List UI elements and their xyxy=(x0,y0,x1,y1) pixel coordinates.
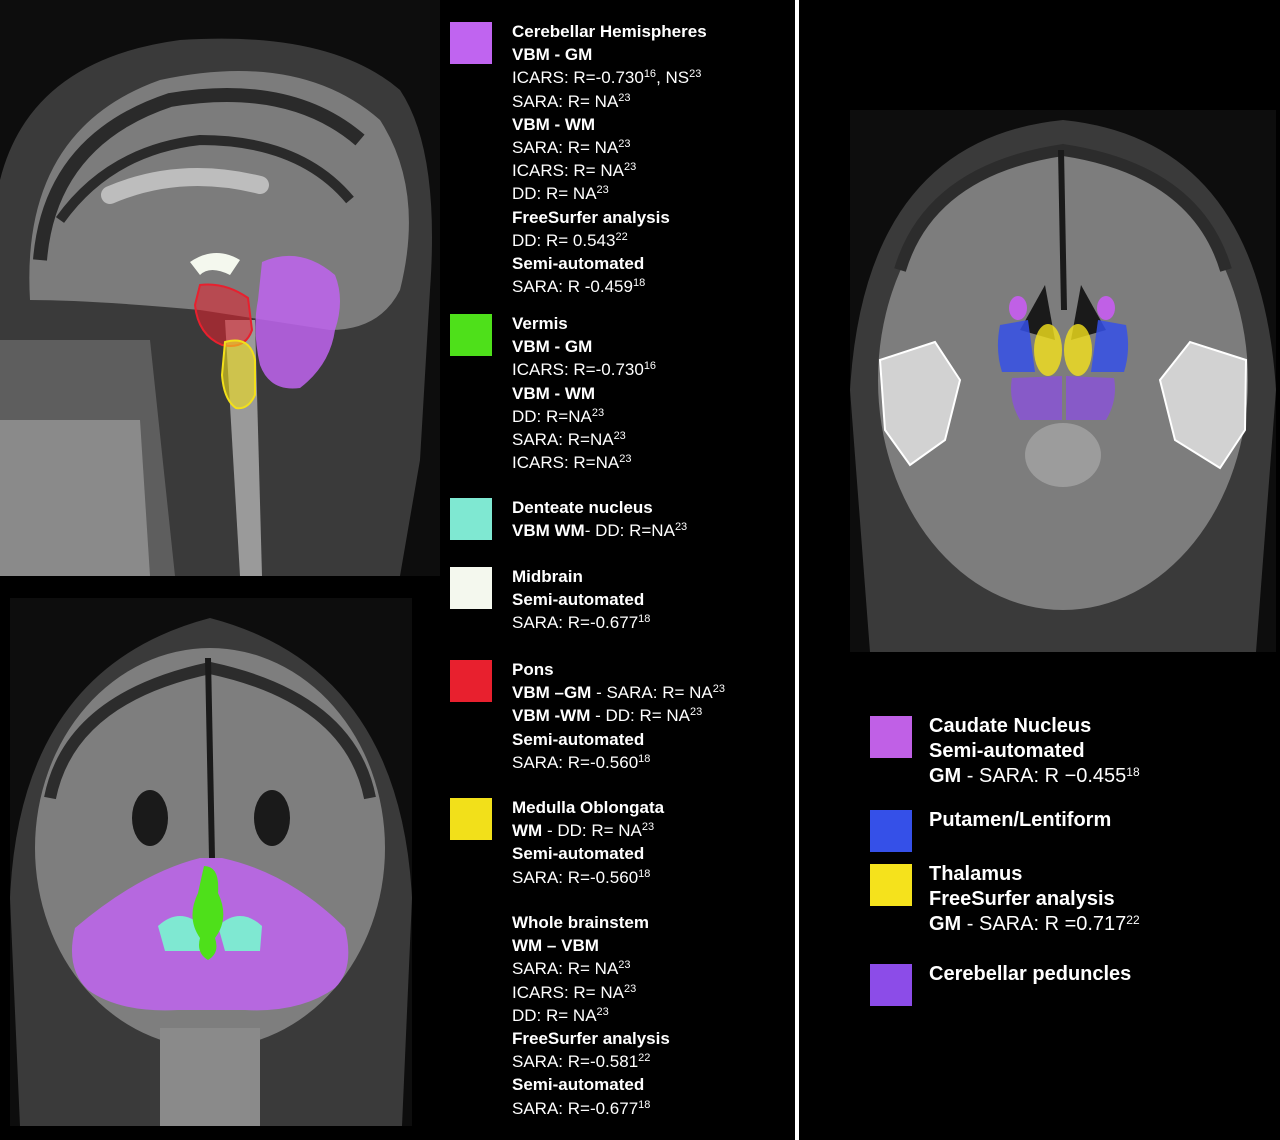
legend-line: DD: R=NA23 xyxy=(512,406,605,426)
legend-line: VBM WM- DD: R=NA23 xyxy=(512,521,688,541)
swatch-thalamus xyxy=(870,864,912,906)
swatch-putamen-lentiform xyxy=(870,810,912,852)
legend-line: DD: R= NA23 xyxy=(512,184,609,204)
legend-entry-putamen-lentiform: Putamen/Lentiform xyxy=(929,808,1111,833)
mri-coronal-anterior-image xyxy=(850,110,1276,652)
swatch-cerebellar-peduncles xyxy=(870,964,912,1006)
legend-line: VBM - WM xyxy=(512,114,596,134)
legend-entry-cerebellar-peduncles: Cerebellar peduncles xyxy=(929,962,1131,987)
legend-line: Medulla Oblongata xyxy=(512,798,665,817)
swatch-denteate-nucleus xyxy=(450,498,492,540)
legend-line: DD: R= 0.54322 xyxy=(512,230,628,250)
legend-line: ICARS: R=-0.73016, NS23 xyxy=(512,68,702,88)
legend-line: SARA: R=-0.56018 xyxy=(512,867,651,887)
mri-sagittal-image xyxy=(0,0,440,576)
swatch-caudate-nucleus xyxy=(870,716,912,758)
panel-divider xyxy=(795,0,799,1140)
legend-line: Semi-automated xyxy=(512,844,645,864)
legend-line: WM - DD: R= NA23 xyxy=(512,821,655,841)
legend-line: Midbrain xyxy=(512,567,583,586)
legend-line: ICARS: R= NA23 xyxy=(512,161,637,181)
legend-line: SARA: R=-0.56018 xyxy=(512,752,651,772)
legend-line: ICARS: R=NA23 xyxy=(512,453,632,473)
legend-line: Semi-automated xyxy=(929,740,1085,762)
legend-line: Cerebellar Hemispheres xyxy=(512,22,707,41)
legend-line: ICARS: R= NA23 xyxy=(512,982,637,1002)
mri-coronal-posterior-image xyxy=(10,598,412,1126)
legend-line: SARA: R= NA23 xyxy=(512,959,631,979)
legend-line: FreeSurfer analysis xyxy=(512,1029,670,1049)
legend-line: WM – VBM xyxy=(512,936,599,956)
legend-line: Semi-automated xyxy=(512,1075,645,1095)
legend-line: SARA: R=-0.67718 xyxy=(512,1098,651,1118)
swatch-whole-brainstem xyxy=(450,913,492,955)
swatch-pons xyxy=(450,660,492,702)
legend-line: SARA: R=-0.58122 xyxy=(512,1052,651,1072)
legend-line: Semi-automated xyxy=(512,254,645,274)
legend-line: Vermis xyxy=(512,314,568,333)
swatch-cerebellar-hemispheres xyxy=(450,22,492,64)
legend-line: Semi-automated xyxy=(512,729,645,749)
swatch-medulla-oblongata xyxy=(450,798,492,840)
legend-line: Pons xyxy=(512,660,554,679)
legend-line: VBM - GM xyxy=(512,45,593,65)
legend-line: SARA: R= NA23 xyxy=(512,91,631,111)
swatch-midbrain xyxy=(450,567,492,609)
legend-line: SARA: R -0.45918 xyxy=(512,277,646,297)
legend-line: VBM –GM - SARA: R= NA23 xyxy=(512,683,725,703)
mri-coronal-anterior-panel xyxy=(850,110,1276,652)
swatch-vermis xyxy=(450,314,492,356)
legend-line: Whole brainstem xyxy=(512,913,649,932)
legend-line: Denteate nucleus xyxy=(512,498,653,517)
legend-line: Cerebellar peduncles xyxy=(929,963,1132,985)
legend-line: Semi-automated xyxy=(512,590,645,610)
legend-line: ICARS: R=-0.73016 xyxy=(512,360,657,380)
legend-line: VBM -WM - DD: R= NA23 xyxy=(512,706,703,726)
legend-line: Putamen/Lentiform xyxy=(929,809,1112,831)
legend-line: Thalamus xyxy=(929,863,1023,885)
legend-line: FreeSurfer analysis xyxy=(512,207,670,227)
legend-line: VBM - WM xyxy=(512,383,596,403)
legend-line: SARA: R=NA23 xyxy=(512,430,626,450)
legend-line: GM - SARA: R −0.45518 xyxy=(929,765,1140,787)
mri-sagittal-panel xyxy=(0,0,440,576)
legend-line: SARA: R=-0.67718 xyxy=(512,613,651,633)
legend-line: VBM - GM xyxy=(512,337,593,357)
legend-line: SARA: R= NA23 xyxy=(512,138,631,158)
legend-line: GM - SARA: R =0.71722 xyxy=(929,913,1140,935)
mri-coronal-posterior-panel xyxy=(10,598,412,1126)
legend-line: DD: R= NA23 xyxy=(512,1005,609,1025)
legend-line: Caudate Nucleus xyxy=(929,715,1092,737)
legend-line: FreeSurfer analysis xyxy=(929,888,1115,910)
